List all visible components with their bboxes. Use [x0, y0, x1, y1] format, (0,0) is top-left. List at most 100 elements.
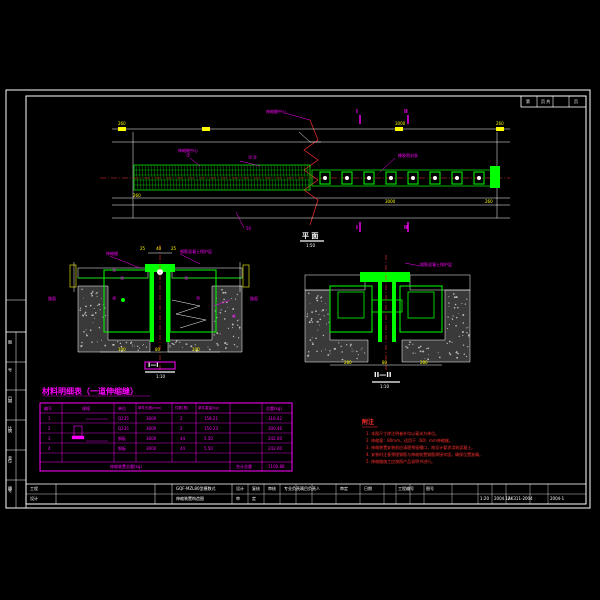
- plan-callout-top: 伸缩缝中心: [266, 109, 286, 114]
- plan-label-50: 50: [246, 226, 252, 231]
- plan-view-scale: 1:50: [306, 243, 315, 248]
- plan-module-bolt: [345, 176, 349, 180]
- plan-callout-right: 橡胶密封条: [398, 153, 418, 158]
- section2-dim-bottom-1: 280: [344, 360, 352, 365]
- section1-dim-top-3: 25: [171, 246, 177, 251]
- section2-title: II—II: [374, 371, 392, 379]
- mt-total-label: 伸缩装置总重(kg): [110, 464, 142, 469]
- plan-view: [100, 112, 510, 242]
- mt-cell-r0-c6: 316.42: [268, 416, 282, 421]
- tb-drawing-no: 2004-1: [550, 496, 565, 501]
- notes-line-3: 3. 伸缩装置安装前应清理预留槽口，按设计要求浇筑混凝土。: [366, 445, 476, 450]
- tb-col-label-1: 复核: [252, 486, 260, 491]
- mt-cell-r0-c4: 2: [180, 416, 183, 421]
- section1-dim-top-1: 25: [140, 246, 146, 251]
- plan-module-block: [451, 171, 463, 185]
- notes-line-2: 2. 伸缩量：80mm，适用于（80）mm伸缩缝。: [366, 438, 453, 443]
- mt-cell-r2-c3: 3000: [146, 436, 157, 441]
- plan-dim-bottom-1: 260: [133, 193, 141, 198]
- plan-section-mark-2: II: [404, 109, 408, 115]
- tb-row2-1: 审: [236, 496, 240, 501]
- mt-cell-r3-c0: 4: [48, 446, 51, 451]
- plan-section-mark-4: II: [404, 225, 408, 231]
- mt-cell-r0-c2: Q235: [118, 416, 129, 421]
- tb-title-1: GQF-MZL80型模数式: [176, 486, 216, 491]
- page-total-label: 页 共: [541, 99, 551, 104]
- mt-cell-r2-c6: 242.00: [268, 436, 282, 441]
- mt-cell-r3-c3: 3000: [146, 446, 157, 451]
- mt-header-0: 编号: [44, 406, 52, 411]
- plan-module-bolt: [455, 176, 459, 180]
- tb-title-2: 伸缩装置构造图: [176, 496, 204, 501]
- notes-title: 附注: [362, 419, 375, 426]
- tb-col-label-3: 专业负责人: [284, 486, 304, 491]
- mt-cell-r1-c0: 2: [48, 426, 51, 431]
- section2-scale: 1:10: [380, 384, 389, 389]
- mt-cell-r3-c6: 242.00: [268, 446, 282, 451]
- strip-label-4: 比例: [8, 426, 13, 432]
- plan-section-mark-1: I: [356, 109, 358, 115]
- tb-date: 2004.12: [494, 496, 511, 501]
- tb-col-label-5: 审定: [340, 486, 348, 491]
- mt-cell-r1-c6: 300.46: [268, 426, 282, 431]
- outer-frame: [5, 89, 591, 509]
- material-table-title: 材料明细表（一道伸缩缝）: [42, 387, 138, 396]
- title-block-grid: [25, 483, 587, 505]
- section1-right-edge: 路面: [250, 296, 258, 301]
- mt-total-value: 1100.88: [268, 464, 285, 469]
- notes-line-1: 1. 本图尺寸除注明者外均以毫米为单位。: [366, 431, 440, 436]
- plan-module-bolt: [367, 176, 371, 180]
- strip-label-6: 编号: [8, 486, 13, 492]
- plan-dim-top-1: 260: [118, 121, 126, 126]
- tb-scale: 1:20: [480, 496, 489, 501]
- section2-callout: 钢筋混凝土保护层: [420, 262, 452, 267]
- plan-section-mark-3: I: [356, 225, 358, 231]
- tb-col-label-2: 审核: [268, 486, 276, 491]
- plan-callout-circle-23: ②③: [248, 155, 257, 161]
- mt-cell-r1-c4: 2: [180, 426, 183, 431]
- tb-company2: 设计: [30, 496, 38, 501]
- plan-module-bolt: [433, 176, 437, 180]
- mt-total-mid: 合计总重: [236, 464, 252, 469]
- mt-cell-r2-c2: 钢板: [118, 436, 126, 441]
- section1-label-5: ⑤: [196, 296, 201, 302]
- tb-col-label-7: 工程编号: [398, 486, 414, 491]
- mt-cell-r0-c5: 158.21: [204, 416, 218, 421]
- notes-line-5: 5. 伸缩缝施工应按照产品说明书进行。: [366, 459, 436, 464]
- plan-module-bolt: [477, 176, 481, 180]
- notes-line-4: 4. 安装时注意预埋钢筋与伸缩装置钢筋焊接牢固，确保位置准确。: [366, 452, 484, 457]
- page-end-label: 页: [574, 99, 578, 104]
- section1-dim-bottom-3: 100: [192, 347, 200, 352]
- plan-module-bolt: [411, 176, 415, 180]
- mt-header-2: 单位: [118, 406, 126, 411]
- mt-cell-r0-c0: 1: [48, 416, 51, 421]
- section1-callout-left: 伸缩缝: [106, 251, 118, 256]
- mt-cell-r2-c0: 3: [48, 436, 51, 441]
- section1-label-4: ④: [112, 296, 117, 302]
- material-table-grid: [39, 395, 293, 472]
- tb-col-label-8: 图号: [426, 486, 434, 491]
- plan-dim-bottom-3: 260: [485, 199, 493, 204]
- section-1-drawing: [69, 245, 250, 373]
- plan-dim-top-3: 260: [496, 121, 504, 126]
- tb-col-label-4: 项目负责人: [300, 486, 320, 491]
- plan-module-bolt: [389, 176, 393, 180]
- tb-col-label-6: 日期: [364, 486, 372, 491]
- section1-label-1: ①: [112, 268, 117, 274]
- plan-module-block: [385, 171, 397, 185]
- plan-module-bolt: [323, 176, 327, 180]
- plan-module-block: [407, 171, 419, 185]
- section1-dim-bottom-2: 80: [155, 347, 161, 352]
- plan-callout-circle-1: ①: [186, 153, 191, 159]
- plan-module-block: [429, 171, 441, 185]
- strip-label-3: 日期: [8, 396, 13, 402]
- mt-header-6: 总重(kg): [266, 406, 282, 411]
- plan-dim-bottom-2: 3000: [385, 199, 396, 204]
- plan-module-block: [363, 171, 375, 185]
- mt-header-1: 规格: [82, 406, 90, 411]
- section1-dim-top-2: 40: [156, 246, 162, 251]
- plan-module-block: [319, 171, 331, 185]
- section1-label-6: ⑥: [232, 314, 237, 320]
- plan-module-block: [473, 171, 485, 185]
